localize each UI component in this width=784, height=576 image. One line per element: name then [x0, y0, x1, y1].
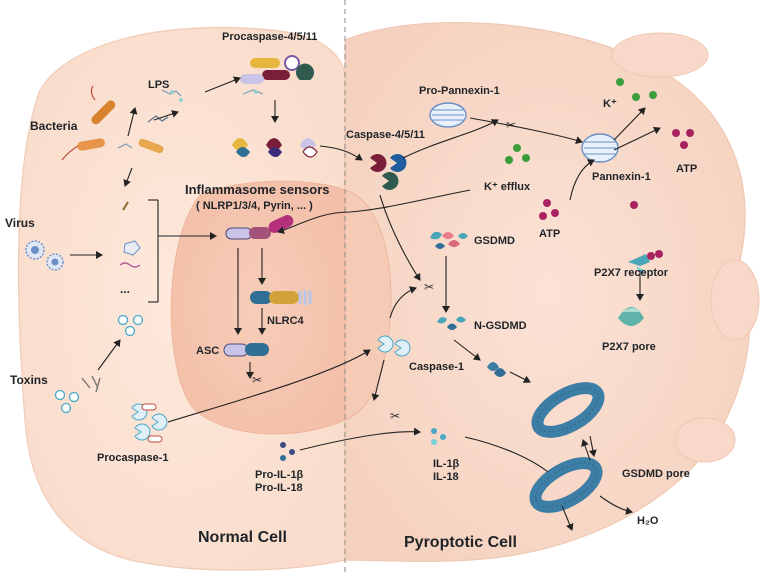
label-nlrc4: NLRC4: [267, 315, 305, 327]
inflammasome-sensor-icon: [225, 215, 294, 240]
label-p2x7-pore: P2X7 pore: [602, 341, 656, 353]
label-virus: Virus: [5, 216, 35, 230]
p2x7-pore-icon: [618, 307, 644, 326]
label-caspase-4511: Caspase-4/5/11: [346, 129, 425, 141]
label-procaspase-4511: Procaspase-4/5/11: [222, 31, 317, 43]
virus-icon: [25, 240, 64, 271]
n-gsdmd-icon: [437, 316, 466, 330]
label-pro-il18: Pro-IL-18: [255, 482, 303, 494]
gsdmd-pore-upper-icon: [531, 382, 605, 438]
label-inflammasome-sensors: Inflammasome sensors: [185, 182, 330, 197]
pro-il-icon: [280, 442, 295, 461]
k-ions-icon: [505, 78, 657, 164]
p2x7-receptor-icon: [628, 252, 655, 274]
bacteria-icon: [61, 85, 164, 161]
label-gsdmd: GSDMD: [474, 235, 515, 247]
label-pro-il1b: Pro-IL-1β: [255, 469, 304, 481]
label-caspase-1: Caspase-1: [409, 361, 464, 373]
label-procaspase-1: Procaspase-1: [97, 452, 169, 464]
asc-icon: [223, 343, 269, 357]
pyroptotic-cell-body: [344, 21, 760, 562]
label-lps: LPS: [148, 79, 169, 91]
nucleus: [170, 180, 392, 435]
label-k-plus: K⁺: [603, 98, 617, 110]
pathway-arrows: [70, 76, 661, 531]
oligomerized-procaspase-icon: [232, 138, 318, 158]
svg-text:✂: ✂: [390, 409, 400, 423]
pro-pannexin-icon: [429, 102, 467, 128]
procaspase-4511-icon: [240, 55, 314, 95]
label-normal-cell: Normal Cell: [198, 529, 287, 546]
label-n-gsdmd: N-GSDMD: [474, 320, 527, 332]
caspase-1-icon: [377, 335, 411, 357]
label-ellipsis: ...: [120, 282, 130, 296]
n-gsdmd-oligomer-icon: [487, 362, 506, 377]
label-asc: ASC: [196, 345, 219, 357]
label-p2x7-receptor: P2X7 receptor: [594, 267, 669, 279]
il1b-il18-icon: [431, 428, 446, 445]
label-pro-pannexin: Pro-Pannexin-1: [419, 85, 500, 97]
label-bacteria: Bacteria: [30, 119, 78, 133]
label-toxins: Toxins: [10, 373, 48, 387]
label-il18: IL-18: [433, 471, 459, 483]
pannexin-channel-icon: [581, 133, 619, 163]
atp-molecules-icon: [539, 129, 694, 258]
gsdmd-icon: [430, 231, 468, 249]
label-sensor-list: ( NLRP1/3/4, Pyrin, ... ): [196, 200, 313, 212]
nlrc4-icon: [250, 290, 312, 305]
toxin-particles-icon: [54, 314, 144, 414]
label-atp-top: ATP: [676, 163, 697, 175]
labels: Procaspase-4/5/11 LPS Bacteria Virus ...…: [5, 31, 697, 551]
viral-particles-icon: [119, 201, 141, 268]
procaspase-1-icon: [131, 403, 168, 443]
caspase-4511-icon: [370, 154, 407, 190]
svg-text:✂: ✂: [252, 373, 262, 387]
svg-text:✂: ✂: [424, 280, 434, 294]
label-h2o: H₂O: [637, 515, 659, 527]
label-gsdmd-pore: GSDMD pore: [622, 468, 690, 480]
gsdmd-pore-lower-icon: [529, 457, 603, 513]
label-atp-bottom: ATP: [539, 228, 560, 240]
label-il1b: IL-1β: [433, 458, 460, 470]
label-pyroptotic-cell: Pyroptotic Cell: [404, 534, 517, 551]
label-k-efflux: K⁺ efflux: [484, 181, 531, 193]
label-pannexin: Pannexin-1: [592, 171, 651, 183]
